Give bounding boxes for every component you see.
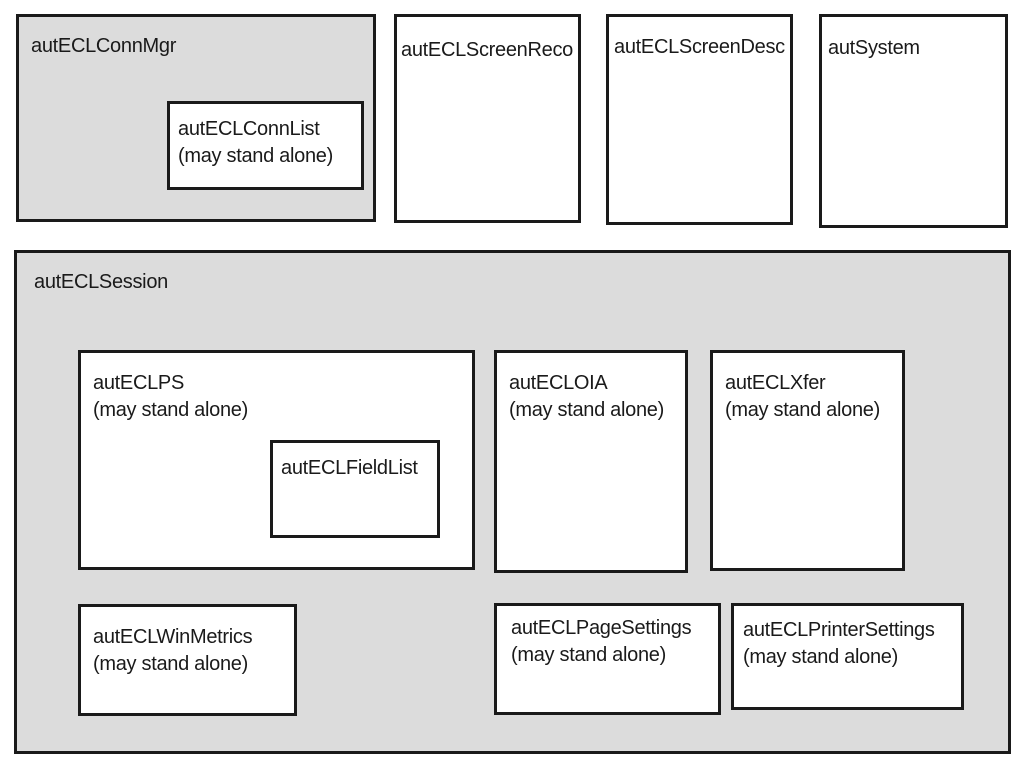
screen-desc-label: autECLScreenDesc (614, 34, 785, 61)
oia-standalone-note: (may stand alone) (509, 399, 664, 421)
screen-desc-title: autECLScreenDesc (614, 36, 785, 58)
conn-list-box: autECLConnList (may stand alone) (167, 101, 364, 190)
screen-reco-box: autECLScreenReco (394, 14, 581, 223)
ps-title: autECLPS (93, 372, 184, 394)
ps-standalone-note: (may stand alone) (93, 399, 248, 421)
win-metrics-box: autECLWinMetrics (may stand alone) (78, 604, 297, 716)
printer-settings-box: autECLPrinterSettings (may stand alone) (731, 603, 964, 710)
printer-settings-label: autECLPrinterSettings (may stand alone) (743, 617, 935, 671)
session-label: autECLSession (34, 269, 168, 296)
xfer-label: autECLXfer (may stand alone) (725, 370, 880, 424)
xfer-title: autECLXfer (725, 372, 826, 394)
field-list-title: autECLFieldList (281, 457, 418, 479)
page-settings-standalone-note: (may stand alone) (511, 644, 666, 666)
xfer-box: autECLXfer (may stand alone) (710, 350, 905, 571)
screen-reco-title: autECLScreenReco (401, 39, 573, 61)
system-title: autSystem (828, 37, 920, 59)
ps-label: autECLPS (may stand alone) (93, 370, 248, 424)
win-metrics-standalone-note: (may stand alone) (93, 653, 248, 675)
conn-list-title: autECLConnList (178, 118, 320, 140)
ps-box: autECLPS (may stand alone) autECLFieldLi… (78, 350, 475, 570)
printer-settings-title: autECLPrinterSettings (743, 619, 935, 641)
field-list-box: autECLFieldList (270, 440, 440, 538)
session-title: autECLSession (34, 271, 168, 293)
oia-title: autECLOIA (509, 372, 608, 394)
system-box: autSystem (819, 14, 1008, 228)
screen-desc-box: autECLScreenDesc (606, 14, 793, 225)
xfer-standalone-note: (may stand alone) (725, 399, 880, 421)
win-metrics-title: autECLWinMetrics (93, 626, 253, 648)
system-label: autSystem (828, 35, 920, 62)
oia-label: autECLOIA (may stand alone) (509, 370, 664, 424)
printer-settings-standalone-note: (may stand alone) (743, 646, 898, 668)
session-box: autECLSession autECLPS (may stand alone)… (14, 250, 1011, 754)
conn-list-standalone-note: (may stand alone) (178, 145, 333, 167)
win-metrics-label: autECLWinMetrics (may stand alone) (93, 624, 253, 678)
conn-mgr-box: autECLConnMgr autECLConnList (may stand … (16, 14, 376, 222)
conn-mgr-title: autECLConnMgr (31, 35, 177, 57)
oia-box: autECLOIA (may stand alone) (494, 350, 688, 573)
page-settings-title: autECLPageSettings (511, 617, 692, 639)
conn-list-label: autECLConnList (may stand alone) (178, 116, 333, 170)
page-settings-label: autECLPageSettings (may stand alone) (511, 615, 692, 669)
field-list-label: autECLFieldList (281, 455, 418, 482)
screen-reco-label: autECLScreenReco (401, 37, 573, 64)
page-settings-box: autECLPageSettings (may stand alone) (494, 603, 721, 715)
conn-mgr-label: autECLConnMgr (31, 33, 176, 60)
